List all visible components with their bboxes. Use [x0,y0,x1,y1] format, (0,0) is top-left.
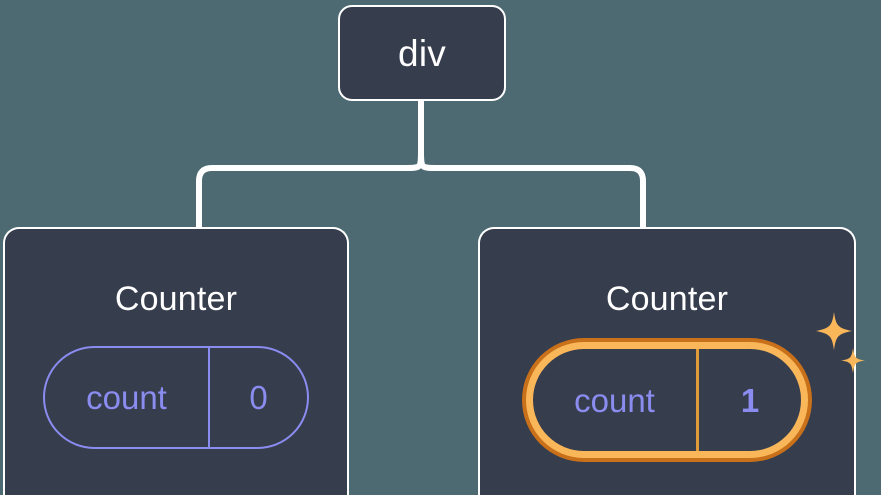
sparkle-large-icon [816,312,852,350]
node-counter-right[interactable]: Counter count 1 [478,227,865,495]
state-pill-right-highlight-ring[interactable]: count 1 [522,338,812,462]
state-pill-right-key: count [533,349,699,451]
state-pill-right-value: 1 [740,381,760,419]
node-div-title: div [398,32,446,74]
state-pill-right-wrap: count 1 [522,312,865,462]
state-pill-left-wrap: count 0 [43,316,309,449]
state-pill-right: count 1 [533,349,801,451]
state-pill-left-value: 0 [249,379,268,416]
state-pill-left[interactable]: count 0 [43,346,309,449]
state-pill-left-key: count [45,348,210,447]
connector-branch-right [418,149,646,230]
state-pill-right-inner-ring: count 1 [526,342,808,458]
node-counter-right-title: Counter [605,280,729,318]
node-div[interactable]: div [338,5,506,101]
connector-branch-left [196,149,424,230]
node-counter-left[interactable]: Counter count 0 [3,227,349,495]
node-counter-left-title: Counter [114,280,238,318]
